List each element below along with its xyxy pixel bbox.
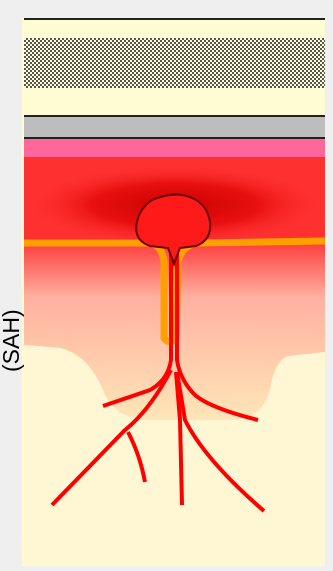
pale-band — [24, 88, 325, 114]
bone-band — [24, 116, 325, 138]
hatched-band — [24, 38, 325, 88]
sah-label: (SAH) — [0, 332, 24, 372]
membrane-band — [24, 139, 325, 157]
